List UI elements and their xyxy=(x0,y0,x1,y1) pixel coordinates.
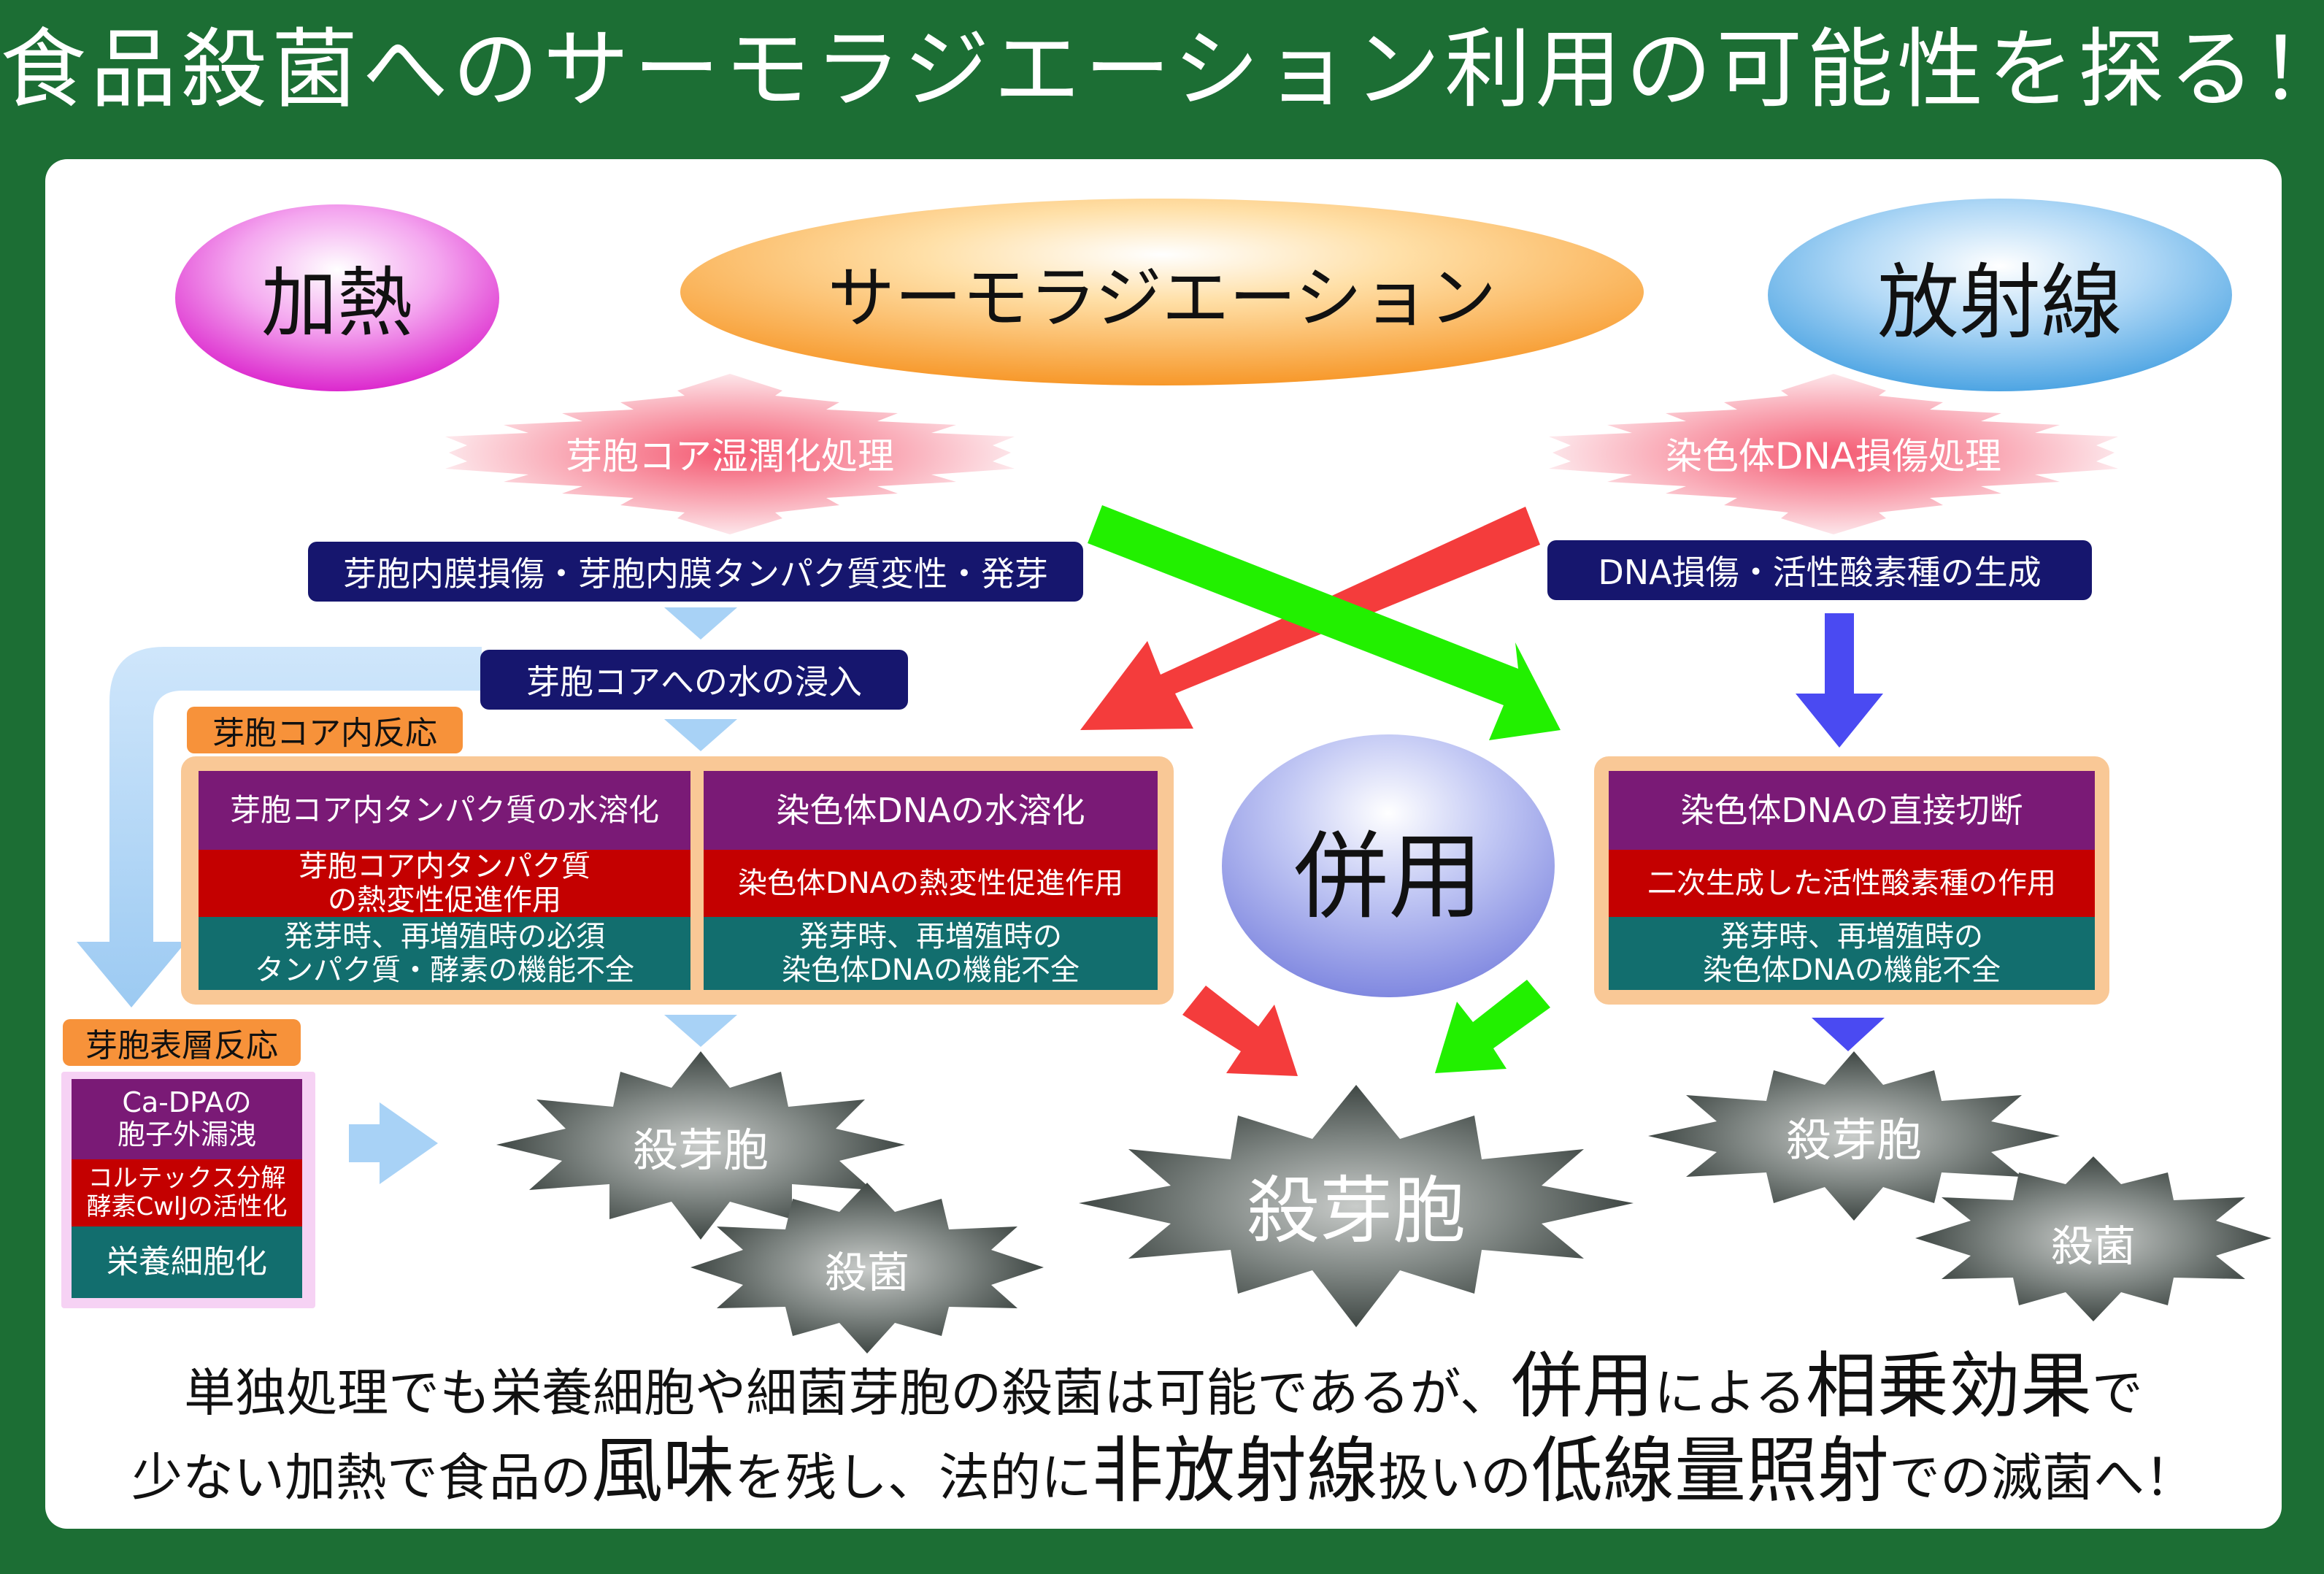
conclusion-line-1: 単独処理でも栄養細胞や細菌芽胞の殺菌は可能であるが、併用による相乗効果で xyxy=(45,1346,2282,1433)
rad-head: 染色体DNAの直接切断 xyxy=(1609,771,2095,850)
conclusion-emphasis: 風味 xyxy=(590,1429,734,1513)
conclusion-emphasis: 相乗効果 xyxy=(1805,1345,2092,1428)
heat-treatment-burst xyxy=(445,374,1015,534)
core-col1-head: 芽胞コア内タンパク質の水溶化 xyxy=(199,771,690,850)
water-influx-box: 芽胞コアへの水の浸入 xyxy=(480,650,908,710)
core-col2-low: 発芽時、再増殖時の 染色体DNAの機能不全 xyxy=(704,917,1158,990)
green-cross-arrow xyxy=(1088,505,1561,740)
right-spore-kill-burst xyxy=(1648,1051,2060,1221)
radiation-label: 放射線 xyxy=(1877,256,2123,350)
surface-item-vegetative: 栄養細胞化 xyxy=(72,1226,302,1298)
conclusion-text: で xyxy=(2091,1363,2143,1423)
conclusion-text: 扱いの xyxy=(1378,1448,1531,1508)
right-spore-kill-label: 殺芽胞 xyxy=(1785,1113,1922,1167)
rad-low: 発芽時、再増殖時の 染色体DNAの機能不全 xyxy=(1609,917,2095,990)
conclusion-text: 単独処理でも栄養細胞や細菌芽胞の殺菌は可能であるが、 xyxy=(184,1363,1511,1423)
combined-oval xyxy=(1222,734,1555,997)
down-arrow-core xyxy=(664,1015,737,1047)
conclusion-text: 少ない加熱で食品の xyxy=(131,1448,591,1508)
membrane-damage-box: 芽胞内膜損傷・芽胞内膜タンパク質変性・発芽 xyxy=(308,542,1083,602)
conclusion-text: を残し、法的に xyxy=(734,1448,1092,1508)
center-spore-kill-burst xyxy=(1079,1085,1634,1327)
surface-reaction-label: 芽胞表層反応 xyxy=(63,1019,301,1066)
heat-treatment-label: 芽胞コア湿潤化処理 xyxy=(566,435,894,477)
conclusion-emphasis: 併用 xyxy=(1510,1345,1654,1428)
left-bacteria-kill-burst xyxy=(690,1183,1044,1354)
heat-label: 加熱 xyxy=(261,258,413,348)
conclusion-emphasis: 非放射線 xyxy=(1091,1429,1378,1513)
red-center-arrow xyxy=(1182,986,1298,1076)
core-col2-head: 染色体DNAの水溶化 xyxy=(704,771,1158,850)
surface-item-ca-dpa: Ca-DPAの 胞子外漏洩 xyxy=(72,1079,302,1159)
core-col1-mid: 芽胞コア内タンパク質 の熱変性促進作用 xyxy=(199,850,690,917)
dna-damage-box: DNA損傷・活性酸素種の生成 xyxy=(1547,540,2092,600)
conclusion-emphasis: 低線量照射 xyxy=(1531,1429,1890,1513)
surface-item-cwlj: コルテックス分解 酵素CwlJの活性化 xyxy=(72,1159,302,1226)
conclusion-line-2: 少ない加熱で食品の風味を残し、法的に非放射線扱いの低線量照射での滅菌へ！ xyxy=(45,1431,2282,1518)
core-reaction-label: 芽胞コア内反応 xyxy=(187,707,463,753)
heat-oval xyxy=(175,204,499,391)
radiation-treatment-burst xyxy=(1549,374,2118,534)
down-arrow-rad xyxy=(1812,1018,1885,1051)
radiation-treatment-label: 染色体DNA損傷処理 xyxy=(1665,435,2002,477)
thermoradiation-label: サーモラジエーション xyxy=(827,258,1497,337)
rad-mid: 二次生成した活性酸素種の作用 xyxy=(1609,850,2095,917)
core-col1-low: 発芽時、再増殖時の必須 タンパク質・酵素の機能不全 xyxy=(199,917,690,990)
right-bacteria-kill-burst xyxy=(1915,1156,2271,1321)
conclusion-text: での滅菌へ！ xyxy=(1889,1448,2196,1508)
left-spore-kill-label: 殺芽胞 xyxy=(632,1124,769,1177)
down-arrow-dna xyxy=(1796,613,1883,748)
right-bacteria-kill-label: 殺菌 xyxy=(2050,1221,2136,1271)
center-spore-kill-label: 殺芽胞 xyxy=(1247,1167,1466,1254)
conclusion-text: による xyxy=(1654,1363,1806,1423)
left-bacteria-kill-label: 殺菌 xyxy=(824,1248,909,1297)
radiation-oval xyxy=(1768,199,2232,391)
down-arrow-membrane xyxy=(664,607,737,640)
left-spore-kill-burst xyxy=(496,1051,905,1240)
surface-reaction-arrow xyxy=(77,647,482,1007)
page-title: 食品殺菌へのサーモラジエーション利用の可能性を探る！ xyxy=(0,19,2324,120)
combined-label: 併用 xyxy=(1293,821,1483,932)
core-col2-mid: 染色体DNAの熱変性促進作用 xyxy=(704,850,1158,917)
thermoradiation-oval xyxy=(680,199,1644,385)
down-arrow-water xyxy=(664,719,737,751)
right-arrow-surface xyxy=(349,1102,438,1184)
green-center-arrow xyxy=(1435,980,1550,1073)
